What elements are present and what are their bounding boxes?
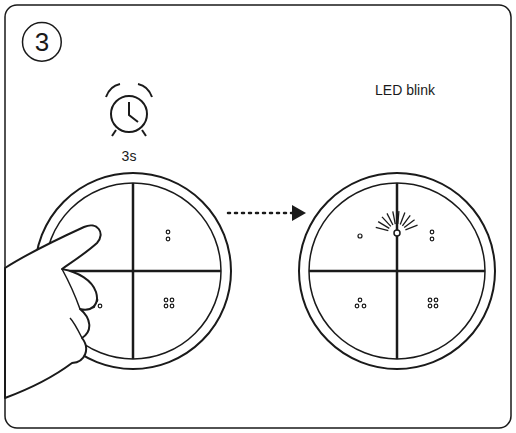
hand-creases <box>62 269 82 338</box>
ray <box>398 211 399 224</box>
duration-label: 3s <box>122 148 137 164</box>
circle <box>23 23 62 62</box>
dotted-arrow <box>228 212 292 215</box>
step-number-circle: 3 <box>21 21 63 63</box>
status-label: LED blink <box>375 82 435 98</box>
ray <box>405 225 417 230</box>
frame <box>5 5 511 428</box>
ray <box>393 211 395 224</box>
ray <box>376 227 389 230</box>
arrow-head <box>292 205 306 221</box>
step-number: 3 <box>35 29 49 55</box>
ray <box>387 213 393 225</box>
remote-right <box>299 173 495 369</box>
clock-icon <box>106 84 152 136</box>
hand <box>5 225 101 398</box>
blink-rays <box>376 211 418 231</box>
